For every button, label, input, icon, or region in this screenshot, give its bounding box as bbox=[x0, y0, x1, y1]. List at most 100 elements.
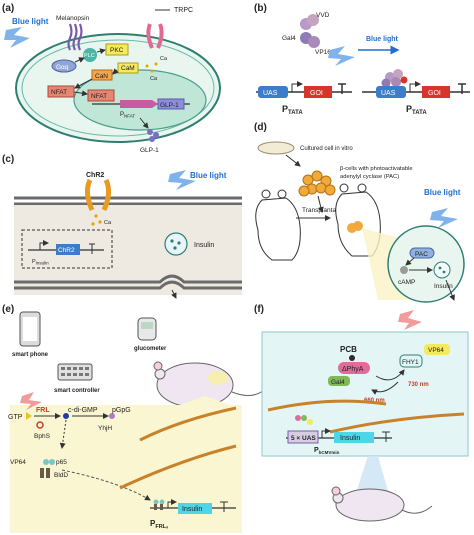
glucometer-label: glucometer bbox=[134, 346, 167, 352]
panel-b: (b) VVD Gal4 VP16 Blue light UAS GOI PTA… bbox=[254, 3, 470, 116]
vp64-f-label: VP64 bbox=[428, 347, 444, 354]
panel-e: (e) smart phone glucometer smart control… bbox=[2, 304, 265, 533]
ca-mid-label: Ca bbox=[150, 76, 158, 82]
insulin-granule bbox=[164, 232, 188, 256]
gene-arrow-a bbox=[120, 100, 158, 108]
panel-a: (a) Blue light Melanopsin TRPC Gαq PLC P… bbox=[2, 3, 221, 154]
melanopsin-label: Melanopsin bbox=[56, 15, 90, 22]
panel-f-label: (f) bbox=[254, 304, 264, 315]
gaq-node bbox=[51, 59, 77, 73]
smart-controller-icon bbox=[57, 363, 93, 381]
red-light-bolt-f-icon bbox=[398, 310, 422, 330]
goi-left-label: GOI bbox=[310, 90, 323, 97]
chr2-label: ChR2 bbox=[86, 172, 104, 179]
plc-label: PLC bbox=[84, 53, 95, 59]
gtp-label: GTP bbox=[8, 414, 23, 421]
goi-right-label: GOI bbox=[428, 90, 441, 97]
dphya-node bbox=[338, 362, 370, 374]
fhy1-label: FHY1 bbox=[402, 359, 419, 366]
camp-label: cAMP bbox=[398, 279, 415, 286]
nfat-cyto-node bbox=[47, 85, 75, 98]
pinsulin-label: PInsulin bbox=[32, 259, 49, 266]
fhy1-node bbox=[399, 354, 423, 368]
pgpg-dot bbox=[109, 413, 115, 419]
p65-label: p65 bbox=[56, 459, 67, 466]
insulin-c-label: Insulin bbox=[194, 242, 214, 249]
pfrl-label: PFRLₛ bbox=[150, 519, 169, 530]
gal4-f-node bbox=[328, 376, 350, 386]
panel-d-label: (d) bbox=[254, 122, 267, 133]
insulin-e-box bbox=[178, 503, 212, 514]
glp1-gene-label: GLP-1 bbox=[160, 102, 179, 109]
insulin-e-label: Insulin bbox=[182, 506, 202, 513]
glp1-out-label: GLP-1 bbox=[140, 147, 159, 154]
pgpg-label: pGpG bbox=[112, 407, 131, 414]
beta-cell-cluster bbox=[298, 170, 336, 197]
bphs-label: BphS bbox=[34, 433, 51, 440]
beta-cells-line1: β-cells with photoactivatable bbox=[340, 166, 413, 172]
bldd-label: BldD bbox=[54, 472, 68, 479]
panel-e-label: (e) bbox=[2, 304, 14, 315]
blue-light-bolt-icon bbox=[4, 27, 30, 48]
panel-b-label: (b) bbox=[254, 3, 267, 14]
transplantation-label: Transplantation bbox=[302, 207, 347, 214]
nfat-nuc-label: NFAT bbox=[91, 93, 107, 100]
trpc-channel-icon bbox=[146, 23, 164, 49]
beta-cells-line2: adenylyl cyclase (PAC) bbox=[340, 174, 399, 180]
vp64-f-node bbox=[424, 344, 450, 355]
uas-left-label: UAS bbox=[263, 90, 278, 97]
insulin-f-label: Insulin bbox=[340, 435, 360, 442]
melanopsin-receptor-icon bbox=[67, 23, 83, 51]
pac-node bbox=[409, 247, 435, 259]
pkc-node bbox=[105, 43, 129, 56]
smart-phone-label: smart phone bbox=[12, 352, 49, 358]
chr2-gene-box bbox=[56, 244, 80, 255]
uas-right-box bbox=[376, 86, 406, 98]
can-node bbox=[91, 69, 113, 81]
ptata-right-label: PTATA bbox=[406, 104, 427, 116]
panel-c: (c) ChR2 Blue light Ca ChR2 PInsulin Ins… bbox=[2, 154, 243, 301]
cam-label: CaM bbox=[121, 65, 135, 72]
pmin-label: PhCMVmin bbox=[314, 447, 340, 455]
panel-c-blue-light: Blue light bbox=[190, 171, 227, 180]
smart-controller-label: smart controller bbox=[54, 388, 100, 394]
cell-membrane-inner bbox=[21, 39, 215, 137]
cdigmp-label: c-di-GMP bbox=[68, 407, 98, 414]
panel-d-bolt-icon bbox=[430, 208, 458, 228]
uas-f-label: 5 × UAS bbox=[291, 435, 316, 442]
goi-right-box bbox=[422, 86, 450, 98]
ptata-left-label: PTATA bbox=[282, 104, 303, 116]
frl-label: FRL bbox=[36, 407, 50, 414]
panel-a-blue-light: Blue light bbox=[12, 17, 49, 26]
cultured-label: Cultured cell in vitro bbox=[300, 146, 353, 152]
mouse-left-icon bbox=[255, 197, 301, 261]
nfat-nuc-node bbox=[87, 89, 115, 102]
ca-top-label: Ca bbox=[160, 56, 168, 62]
gal4-b-label: Gal4 bbox=[282, 35, 296, 42]
dphya-label: ΔPhyA bbox=[342, 366, 364, 373]
vp64-e-label: VP64 bbox=[10, 459, 26, 466]
yhjh-label: YhjH bbox=[98, 425, 112, 432]
pac-label: PAC bbox=[415, 251, 428, 258]
goi-left-box bbox=[304, 86, 332, 98]
cam-node bbox=[117, 62, 139, 74]
insulin-granule-d bbox=[433, 261, 451, 279]
insulin-d-label: Insulin bbox=[434, 283, 453, 290]
panel-b-blue-light: Blue light bbox=[366, 36, 399, 43]
gaq-label: Gαq bbox=[56, 64, 69, 71]
panel-c-bolt-icon bbox=[168, 170, 196, 190]
uas-f-box bbox=[287, 430, 319, 444]
panel-f: (f) PCB ΔPhyA Gal4 VP64 FHY1 660 nm 730 … bbox=[254, 304, 469, 522]
panel-a-label: (a) bbox=[2, 3, 14, 14]
trpc-label: TRPC bbox=[174, 7, 193, 14]
mouse-f-icon bbox=[335, 488, 405, 522]
uas-right-label: UAS bbox=[381, 90, 396, 97]
uas-left-box bbox=[258, 86, 288, 98]
panel-d: (d) Cultured cell in vitro β-cells with … bbox=[254, 122, 465, 303]
vvd-label: VVD bbox=[316, 12, 330, 19]
pkc-label: PKC bbox=[110, 47, 124, 54]
camp-node bbox=[400, 266, 408, 274]
nfat-cyto-label: NFAT bbox=[51, 89, 67, 96]
pnfat-label: PNFAT bbox=[120, 112, 135, 119]
